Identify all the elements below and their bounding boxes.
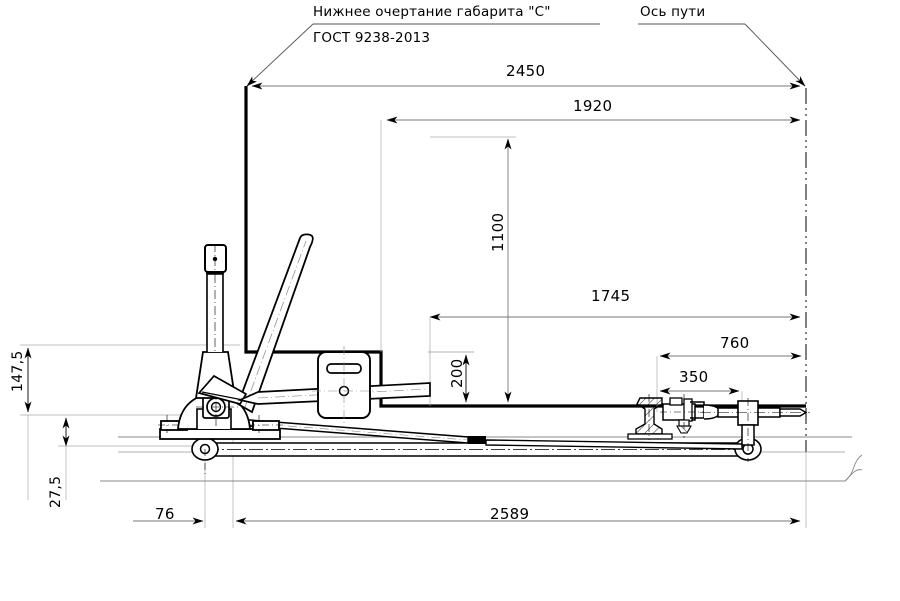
dimension-label-1745: 1745 xyxy=(591,287,631,305)
track-axis-label: Ось пути xyxy=(640,4,706,20)
gauge-title-line-1: Нижнее очертание габарита "С" xyxy=(313,4,551,20)
switch-stand-assembly xyxy=(158,233,431,440)
dimension-1745 xyxy=(429,313,801,406)
dimension-label-350: 350 xyxy=(679,368,709,386)
throw-lever xyxy=(236,233,314,414)
point-lock-assembly xyxy=(660,394,810,462)
dimension-label-1100: 1100 xyxy=(489,212,507,252)
dimension-label-2589: 2589 xyxy=(490,505,530,523)
dimension-label-760: 760 xyxy=(720,334,750,352)
dimension-label-1920: 1920 xyxy=(573,97,613,115)
dimension-200 xyxy=(428,351,474,403)
dimension-label-200: 200 xyxy=(448,358,466,388)
rail-cross-section xyxy=(627,394,673,440)
gauge-title-line-2: ГОСТ 9238-2013 xyxy=(313,30,431,46)
dimension-1920 xyxy=(380,116,801,352)
lever-clamp xyxy=(197,374,248,405)
stand-signal-head xyxy=(204,244,227,273)
counterweight-block xyxy=(312,346,376,424)
dimension-label-2450: 2450 xyxy=(506,62,546,80)
dimension-label-27-5: 27,5 xyxy=(48,475,64,508)
dimension-1100 xyxy=(430,136,516,403)
diagonal-tie-bar xyxy=(223,417,743,450)
dimension-label-76: 76 xyxy=(155,505,175,523)
dimension-label-147-5: 147,5 xyxy=(10,350,26,392)
leader-lines xyxy=(246,23,806,87)
